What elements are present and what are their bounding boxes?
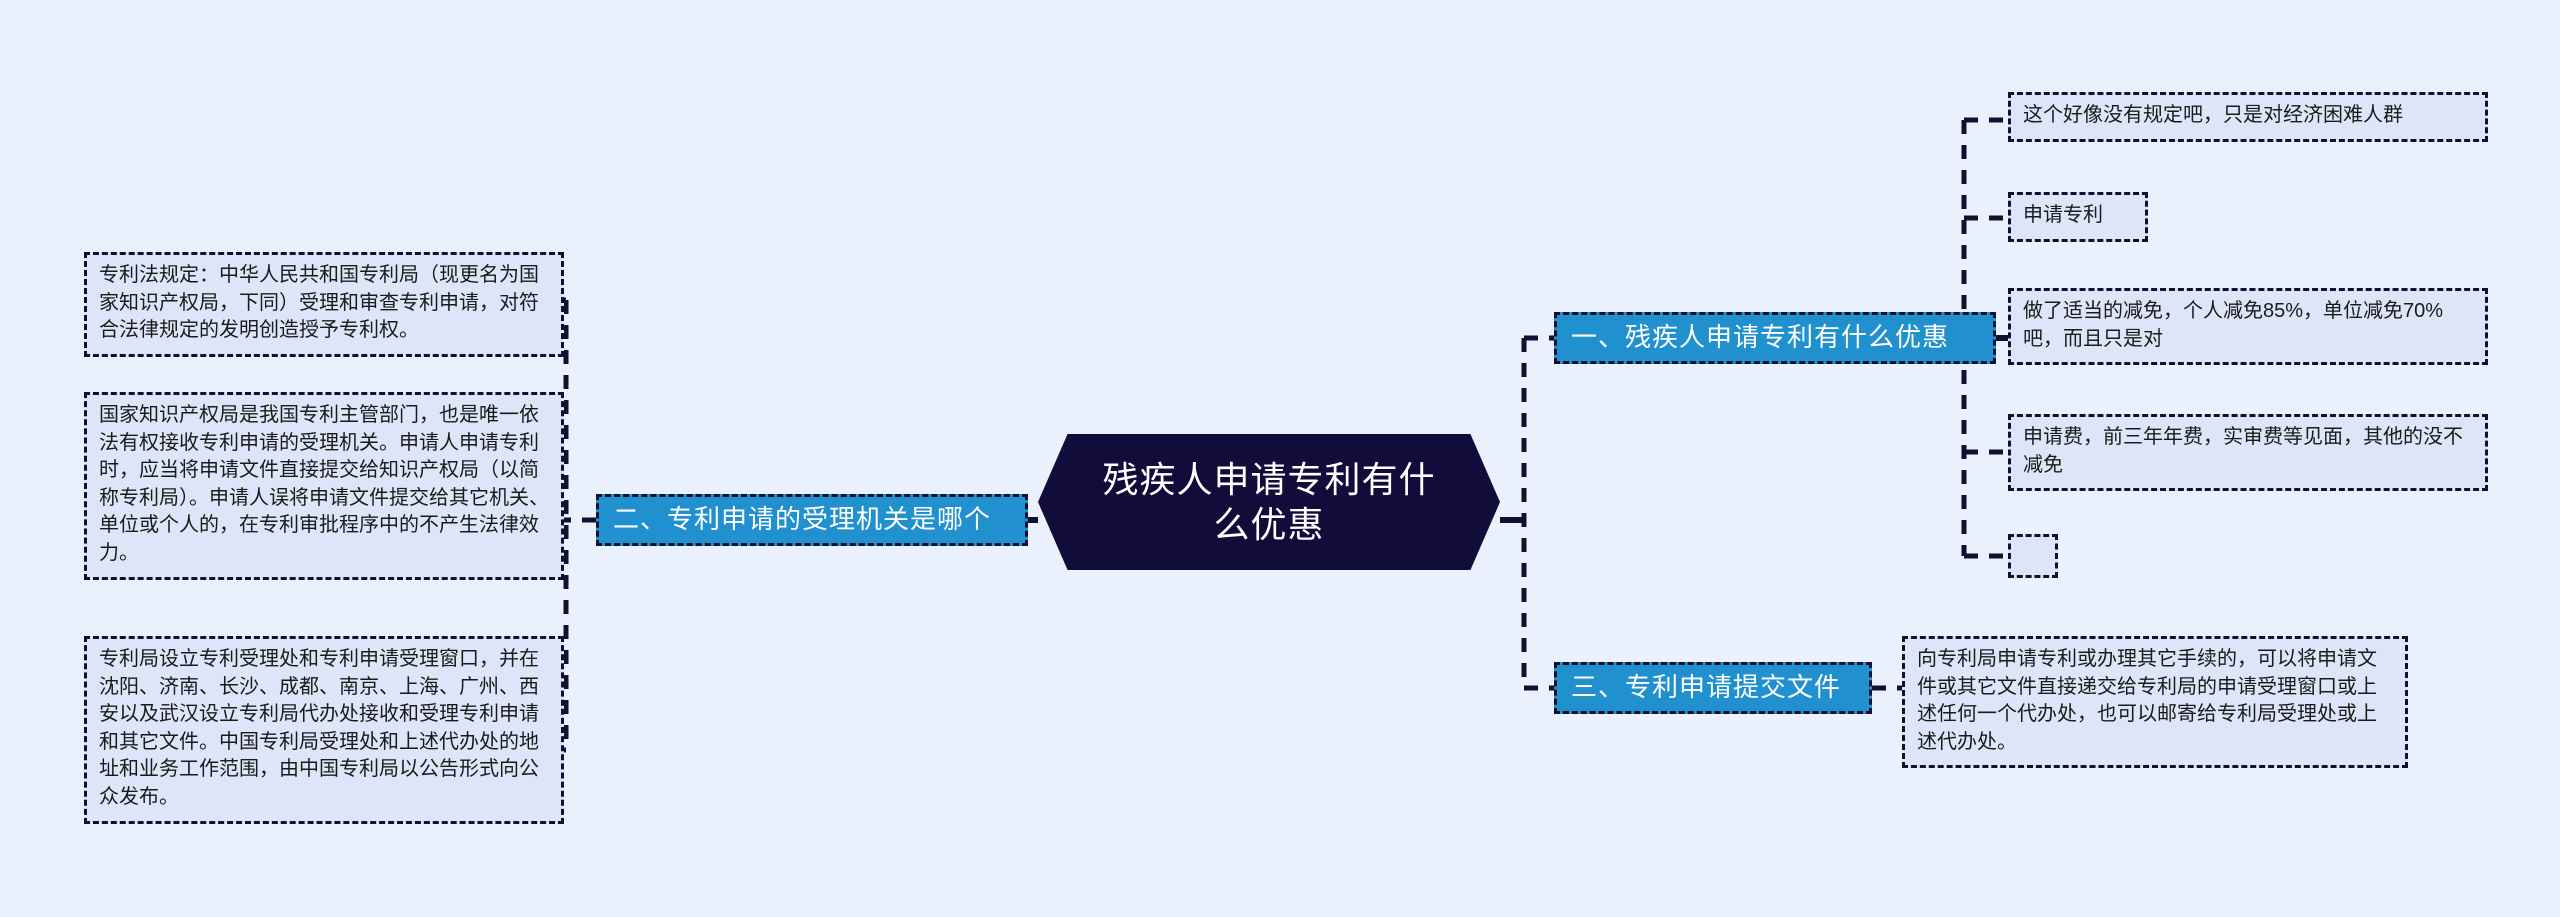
right-leaf-6[interactable]: 向专利局申请专利或办理其它手续的，可以将申请文件或其它文件直接递交给专利局的申请… bbox=[1902, 636, 2408, 769]
branch-right-1[interactable]: 一、残疾人申请专利有什么优惠 bbox=[1554, 312, 1996, 364]
branch-right-2[interactable]: 三、专利申请提交文件 bbox=[1554, 662, 1872, 714]
branch-right-2-label: 三、专利申请提交文件 bbox=[1571, 672, 1842, 703]
left-leaf-1[interactable]: 专利法规定：中华人民共和国专利局（现更名为国家知识产权局，下同）受理和审查专利申… bbox=[84, 252, 564, 357]
right-leaf-2[interactable]: 申请专利 bbox=[2008, 192, 2148, 242]
root-node[interactable]: 残疾人申请专利有什么优惠 bbox=[1038, 434, 1500, 570]
left-leaf-2[interactable]: 国家知识产权局是我国专利主管部门，也是唯一依法有权接收专利申请的受理机关。申请人… bbox=[84, 392, 564, 580]
root-label: 残疾人申请专利有什么优惠 bbox=[1102, 458, 1436, 545]
right-leaf-5-empty[interactable] bbox=[2008, 534, 2058, 578]
branch-left-1[interactable]: 二、专利申请的受理机关是哪个 bbox=[596, 494, 1028, 546]
right-leaf-1[interactable]: 这个好像没有规定吧，只是对经济困难人群 bbox=[2008, 92, 2488, 142]
left-leaf-3[interactable]: 专利局设立专利受理处和专利申请受理窗口，并在沈阳、济南、长沙、成都、南京、上海、… bbox=[84, 636, 564, 824]
right-leaf-3[interactable]: 做了适当的减免，个人减免85%，单位减免70%吧，而且只是对 bbox=[2008, 288, 2488, 366]
branch-left-1-label: 二、专利申请的受理机关是哪个 bbox=[613, 504, 992, 535]
right-leaf-4[interactable]: 申请费，前三年年费，实审费等见面，其他的没不减免 bbox=[2008, 414, 2488, 492]
branch-right-1-label: 一、残疾人申请专利有什么优惠 bbox=[1571, 322, 1950, 353]
root-hexagon-shape bbox=[1038, 434, 1500, 570]
